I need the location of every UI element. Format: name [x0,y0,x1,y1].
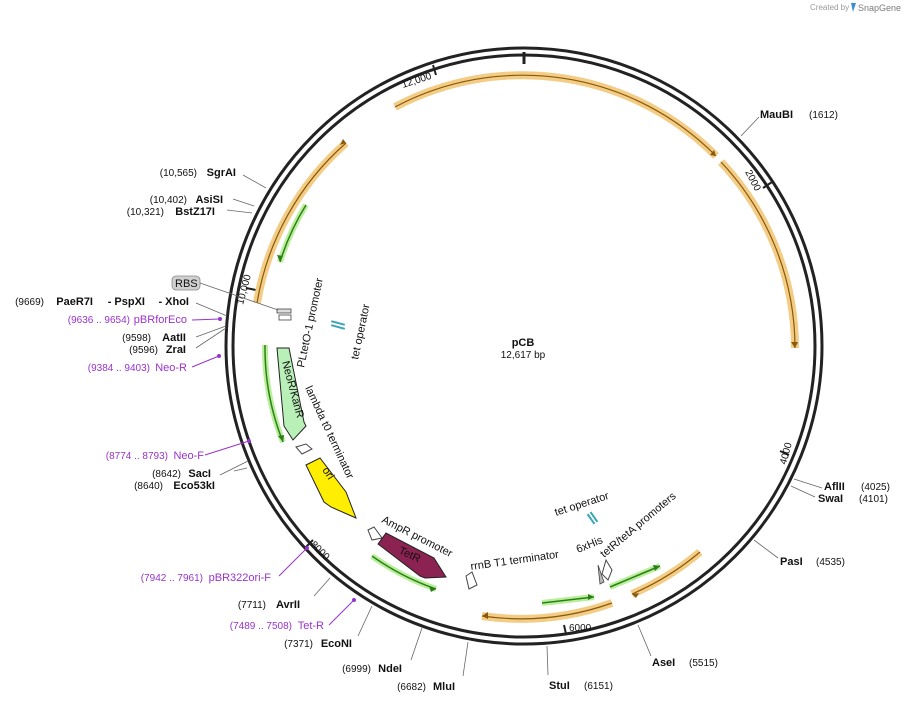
enzyme-mluI: MluI [433,681,455,693]
primer-neo-r: Neo-R [155,362,187,374]
watermark-created-by: Created by [810,3,849,12]
plasmid-name: pCB [512,337,535,349]
primer-pBR322ori-f-pos: (7942 .. 7961) [141,573,203,584]
enzyme-bstZ17I-pos: (10,321) [127,207,164,218]
enzyme-eco53kI: Eco53kI [173,480,215,492]
ori-label: ori [319,465,336,482]
enzyme-leaders [195,116,823,677]
enzyme-aflII-pos: (4025) [861,482,890,493]
enzyme-ecoNI: EcoNI [321,638,352,650]
orf-arcs [253,71,799,623]
tick-label-6000: 6000 [569,623,592,634]
backbone-outer-ring [224,46,824,646]
enzyme-aseI-pos: (5515) [689,658,718,669]
primer-pBRforEco: pBRforEco [134,314,187,326]
enzyme-sacI-pos: (8642) [152,469,181,480]
tetr-arrow [377,532,447,579]
primer-pBR322ori-f: pBR322ori-F [209,572,272,584]
enzyme-stuI-pos: (6151) [584,681,613,692]
watermark-brand: SnapGene [858,3,901,13]
enzyme-swaI-pos: (4101) [859,494,888,505]
rbs-label: RBS [175,278,198,290]
enzyme-ndeI-pos: (6999) [342,664,371,675]
tetra-promoter-icon [601,558,613,581]
primer-neo-f-pos: (8774 .. 8793) [106,451,168,462]
enzyme-avrII: AvrII [276,599,300,611]
enzyme-sgrAI-pos: (10,565) [160,168,197,179]
enzyme-aatII-pos: (9598) [122,333,151,344]
rbs-leader [199,282,279,311]
enzyme-xhoI: - XhoI [158,296,189,308]
enzyme-asiSI: AsiSI [195,194,223,206]
enzyme-ndeI: NdeI [378,663,402,675]
rbs-feature [276,308,292,321]
enzyme-zraI: ZraI [166,344,186,356]
enzyme-pasI-pos: (4535) [816,557,845,568]
tet-operator-1-icon [330,320,346,330]
primer-tet-r: Tet-R [298,620,324,632]
pltet-label: PLtetO-1 promoter [295,277,326,369]
snapgene-logo-icon [851,3,856,12]
enzyme-pasI: PasI [780,556,803,568]
primer-neo-f: Neo-F [173,450,204,462]
enzyme-aflII: AflII [824,481,845,493]
enzyme-ecoNI-pos: (7371) [284,639,313,650]
enzyme-aseI: AseI [652,657,675,669]
primer-tet-r-pos: (7489 .. 7508) [230,621,292,632]
primer-leaders [191,317,356,626]
enzyme-aatII: AatII [162,332,186,344]
enzyme-paeR7I-pos: (9669) [15,297,44,308]
enzyme-sgrAI: SgrAI [207,167,236,179]
enzyme-asiSI-pos: (10,402) [150,195,187,206]
rrnb-label: rrnB T1 terminator [470,549,560,573]
ampr-promoter-icon [367,526,383,541]
enzyme-mluI-pos: (6682) [397,682,426,693]
enzyme-mauBI-pos: (1612) [809,110,838,121]
ori-arrow [305,457,357,519]
enzyme-paeR7I: PaeR7I [56,296,93,308]
orf-arrowheads [340,139,798,619]
enzyme-mauBI: MauBI [760,109,793,121]
tet-operator-1-label: tet operator [349,303,373,361]
enzyme-avrII-pos: (7711) [238,600,266,611]
enzyme-swaI: SwaI [818,493,843,505]
primer-neo-r-pos: (9384 .. 9403) [88,363,150,374]
tetra-promoters-label: tetR/tetA promoters [598,490,679,560]
plasmid-length: 12,617 bp [501,350,546,361]
enzyme-zraI-pos: (9596) [129,345,158,356]
his-tag-icon [597,564,605,585]
neor-kanr-arrow [276,347,307,441]
tet-operator-2-icon [586,511,599,525]
enzyme-eco53kI-pos: (8640) [134,481,163,492]
enzyme-stuI: StuI [549,680,570,692]
lambda-terminator-icon [295,443,313,455]
tet-operator-2-label: tet operator [553,490,611,519]
green-arrowheads [277,255,660,600]
scale-ticks [245,64,790,635]
enzyme-sacI: SacI [188,468,211,480]
enzyme-pspXI: - PspXI [108,296,145,308]
enzyme-bstZ17I: BstZ17I [175,206,215,218]
primer-pBRforEco-pos: (9636 .. 9654) [68,315,130,326]
rrnb-terminator-icon [465,571,478,590]
